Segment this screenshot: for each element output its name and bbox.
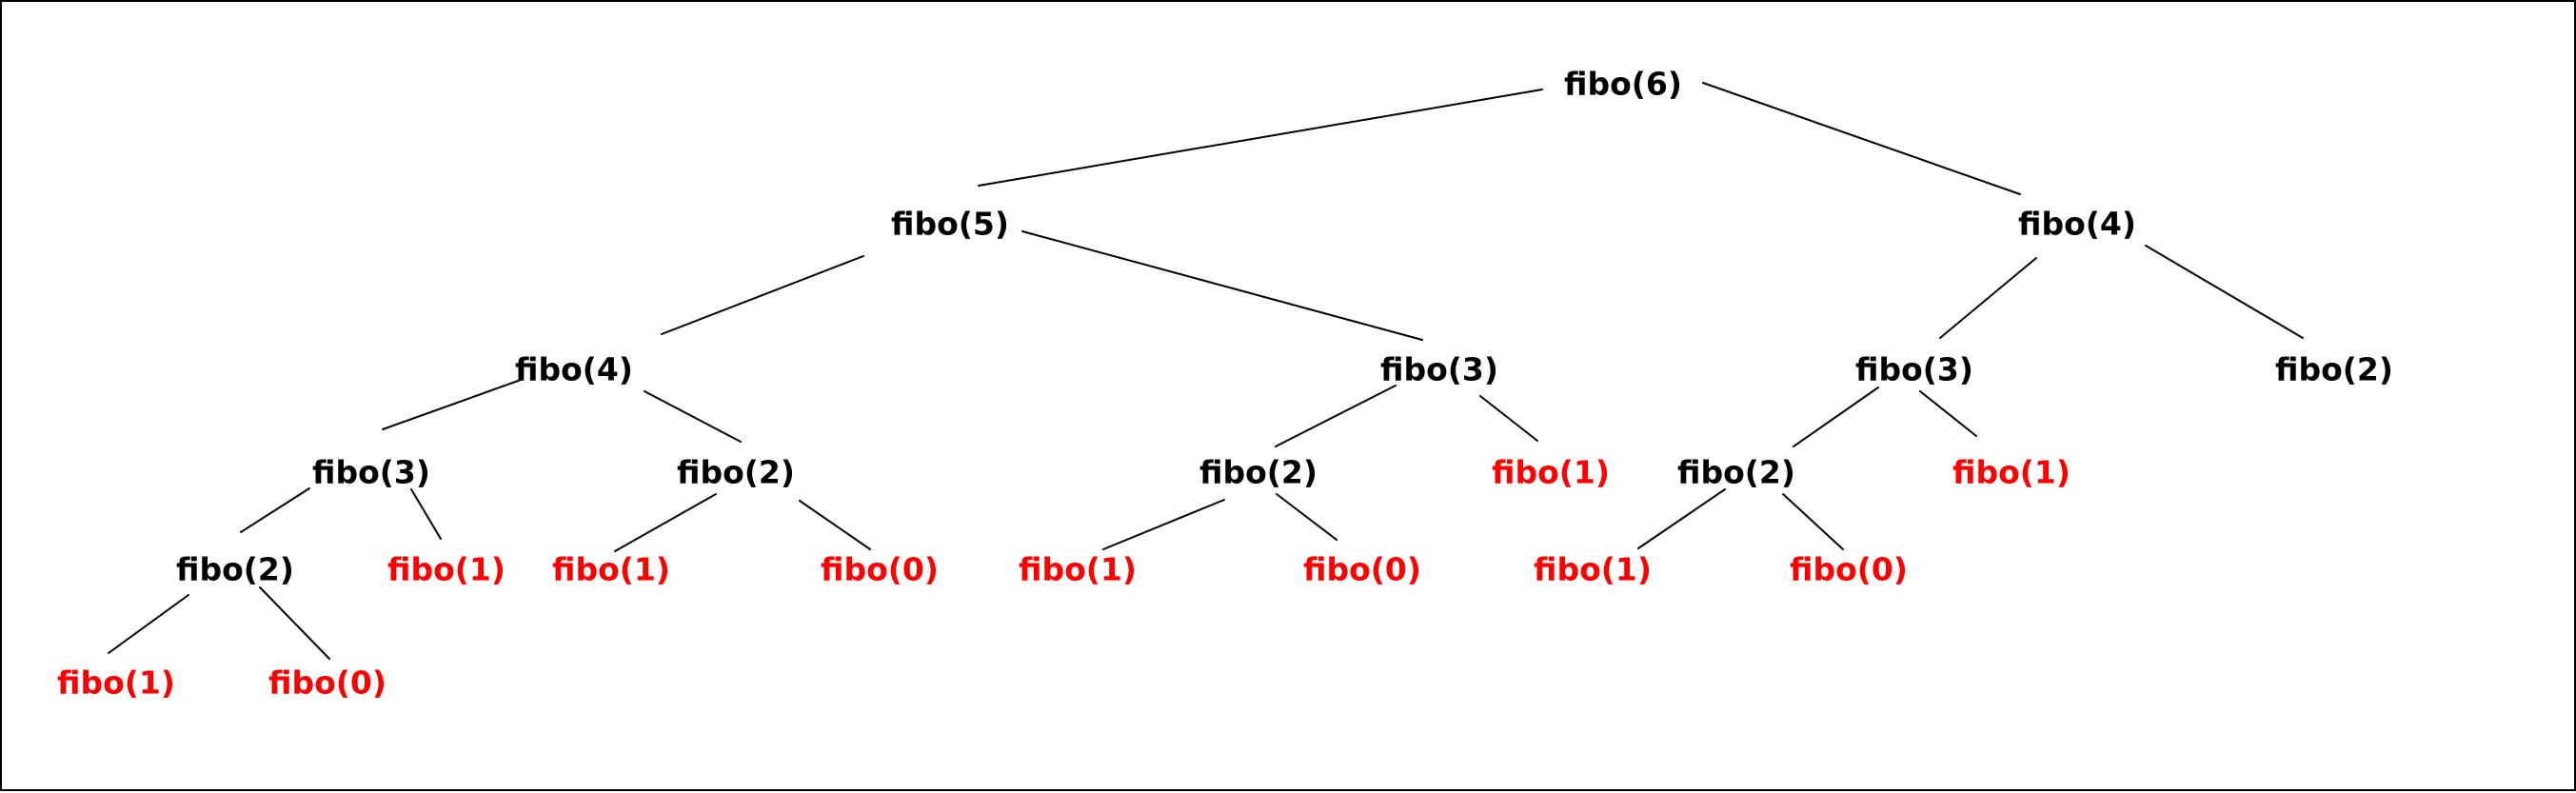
internal-node-n14: fibo(2): [176, 551, 294, 588]
internal-node-n6: fibo(3): [1855, 351, 1973, 388]
edge-n9-n16: [614, 493, 717, 552]
edges-layer: [108, 82, 2304, 660]
internal-node-n9: fibo(2): [677, 454, 795, 491]
internal-node-n3: fibo(4): [2018, 206, 2136, 243]
edge-n6-n13: [1919, 390, 1977, 437]
edge-n14-n22: [108, 594, 189, 654]
edge-n12-n21: [1782, 493, 1844, 550]
internal-node-n10: fibo(2): [1199, 454, 1318, 491]
leaf-node-n19: fibo(0): [1303, 551, 1421, 588]
edge-n5-n10: [1275, 385, 1397, 447]
edge-n3-n7: [2145, 245, 2304, 339]
internal-node-n12: fibo(2): [1677, 454, 1795, 491]
edge-n12-n20: [1637, 488, 1726, 549]
edge-n3-n6: [1939, 257, 2037, 339]
leaf-node-n22: fibo(1): [57, 664, 175, 702]
leaf-node-n11: fibo(1): [1492, 454, 1610, 491]
internal-node-n4: fibo(4): [515, 351, 633, 388]
leaf-node-n20: fibo(1): [1534, 551, 1652, 588]
edge-n8-n15: [410, 488, 442, 540]
internal-node-n1: fibo(6): [1564, 66, 1682, 103]
edge-n10-n19: [1276, 493, 1338, 541]
internal-node-n8: fibo(3): [312, 454, 430, 491]
edge-n8-n14: [240, 487, 310, 533]
edge-n6-n12: [1793, 387, 1879, 447]
internal-node-n5: fibo(3): [1380, 351, 1498, 388]
nodes-layer: fibo(6) fibo(5) fibo(4) fibo(4) fibo(3) fibo(…: [57, 66, 2393, 702]
edge-n1-n2: [978, 89, 1543, 187]
leaf-node-n23: fibo(0): [268, 664, 386, 702]
leaf-node-n21: fibo(0): [1790, 551, 1908, 588]
edge-n10-n18: [1102, 499, 1225, 550]
leaf-node-n13: fibo(1): [1952, 454, 2071, 491]
edge-n4-n9: [644, 390, 742, 443]
leaf-node-n17: fibo(0): [821, 551, 939, 588]
leaf-node-n18: fibo(1): [1019, 551, 1137, 588]
internal-node-n2: fibo(5): [891, 206, 1009, 243]
edge-n2-n5: [1021, 230, 1423, 341]
edge-n4-n8: [382, 379, 522, 430]
edge-n14-n23: [259, 586, 330, 660]
edge-n9-n17: [799, 500, 871, 550]
edge-n1-n3: [1702, 82, 2021, 195]
leaf-node-n15: fibo(1): [387, 551, 505, 588]
leaf-node-n16: fibo(1): [552, 551, 670, 588]
edge-n5-n11: [1479, 395, 1538, 442]
edge-n2-n4: [661, 255, 864, 335]
internal-node-n7: fibo(2): [2275, 351, 2393, 388]
